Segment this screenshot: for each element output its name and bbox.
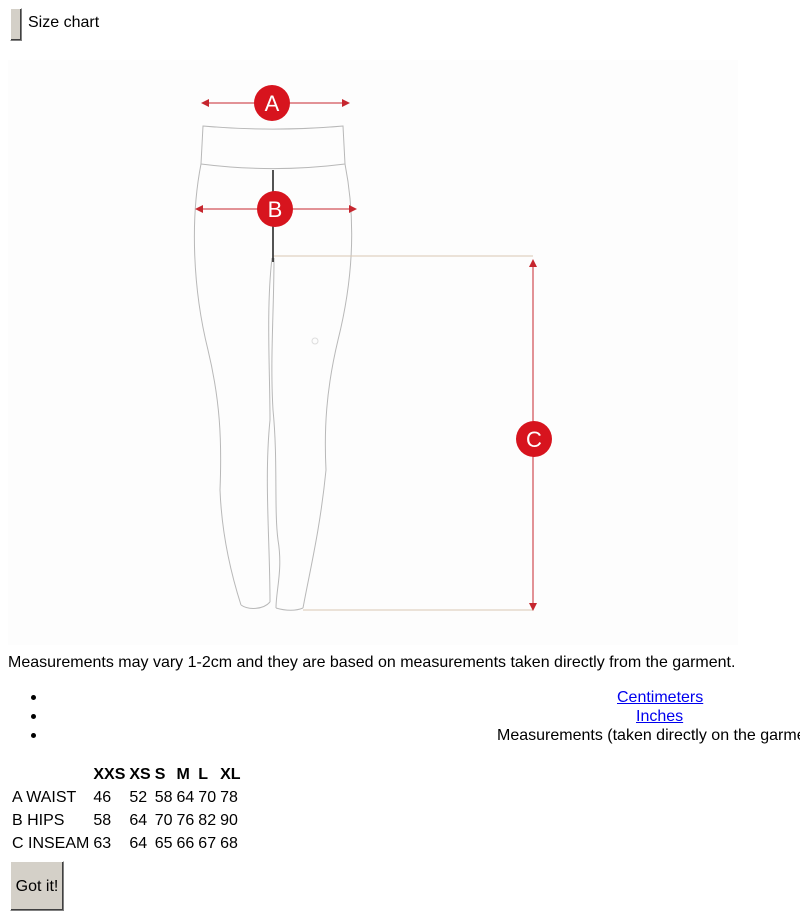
unit-option-info: Measurements (taken directly on the garm…	[0, 726, 800, 745]
table-row: A WAIST 46 52 58 64 70 78	[11, 787, 242, 808]
table-cell: 76	[176, 811, 195, 829]
marker-a-label: A	[265, 91, 280, 116]
size-table: XXS XS S M L XL A WAIST 46 52 58 64 70 7…	[9, 762, 244, 856]
marker-c-label: C	[526, 427, 542, 452]
centimeters-link[interactable]: Centimeters	[617, 689, 704, 706]
table-cell: 82	[198, 811, 217, 829]
table-cell: 52	[129, 788, 148, 806]
table-cell: 58	[93, 811, 112, 829]
table-header-row: XXS XS S M L XL	[11, 764, 242, 785]
table-cell: 67	[198, 834, 217, 852]
table-header-cell: XXS	[93, 765, 126, 783]
table-cell: 68	[220, 834, 238, 852]
table-cell: B HIPS	[12, 811, 65, 829]
marker-a: A	[254, 85, 290, 121]
table-cell: 65	[154, 834, 173, 852]
table-cell: 63	[93, 834, 112, 852]
table-cell: 64	[129, 834, 148, 852]
leggings-measurement-diagram: A B C	[8, 60, 738, 645]
table-row: C INSEAM 63 64 65 66 67 68	[11, 833, 242, 854]
table-header-cell: XS	[129, 765, 151, 783]
unit-option-centimeters: Centimeters	[0, 688, 800, 707]
watermark-dot	[311, 337, 319, 345]
unit-option-inches: Inches	[0, 707, 800, 726]
marker-b-label: B	[268, 197, 283, 222]
unit-options-list: Centimeters Inches Measurements (taken d…	[0, 688, 800, 748]
size-chart-label: Size chart	[28, 14, 100, 31]
table-cell: 64	[176, 788, 195, 806]
measurement-info-text: Measurements (taken directly on the garm…	[497, 727, 800, 744]
leggings-outline	[193, 125, 353, 611]
table-cell: A WAIST	[12, 788, 77, 806]
table-cell: 64	[129, 811, 148, 829]
table-cell: 70	[198, 788, 217, 806]
table-cell: 90	[220, 811, 238, 829]
inches-link[interactable]: Inches	[636, 708, 684, 725]
size-chart-toggle-button[interactable]	[10, 8, 22, 41]
leggings-illustration: A B C	[193, 85, 552, 611]
table-header-cell	[11, 764, 90, 785]
table-header-cell: S	[154, 765, 166, 783]
marker-b: B	[257, 191, 293, 227]
bullet-icon	[31, 714, 36, 719]
measurement-note: Measurements may vary 1-2cm and they are…	[8, 654, 736, 671]
table-row: B HIPS 58 64 70 76 82 90	[11, 810, 242, 831]
table-header-cell: M	[176, 765, 190, 783]
table-cell: 70	[154, 811, 173, 829]
table-cell: 46	[93, 788, 112, 806]
got-it-button[interactable]: Got it!	[10, 861, 64, 911]
table-cell: 66	[176, 834, 195, 852]
marker-c: C	[516, 421, 552, 457]
table-cell: 58	[154, 788, 173, 806]
bullet-icon	[31, 695, 36, 700]
table-cell: 78	[220, 788, 238, 806]
table-cell: C INSEAM	[12, 834, 90, 852]
bullet-icon	[31, 733, 36, 738]
table-header-cell: XL	[220, 765, 241, 783]
table-header-cell: L	[198, 765, 209, 783]
